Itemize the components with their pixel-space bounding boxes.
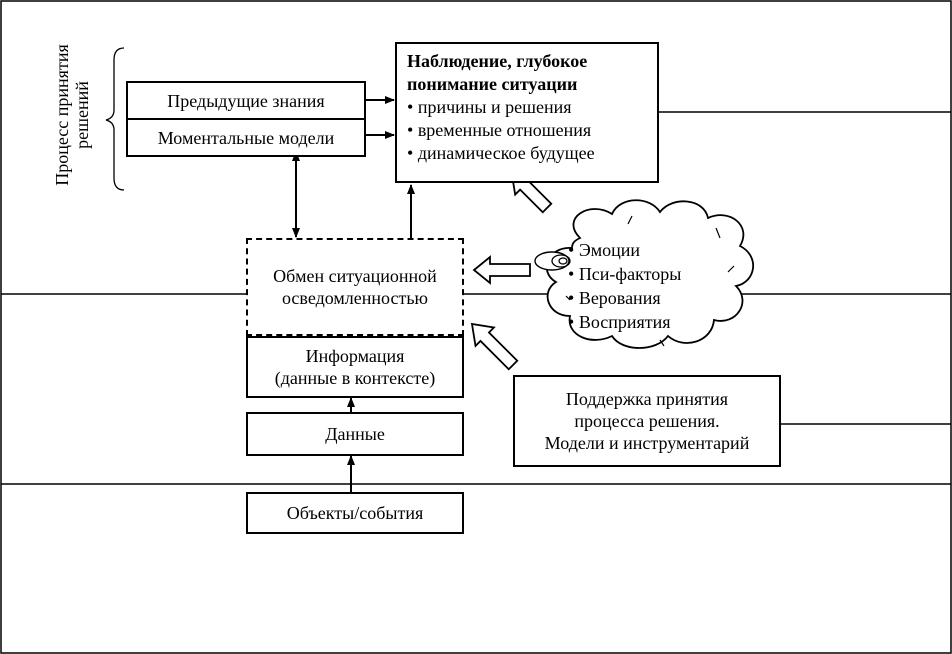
observation-bullet: причины и решения [407,96,647,119]
knowledge-models-box: Предыдущие знания Моментальные модели [126,81,366,157]
situational-awareness-exchange-box: Обмен ситуационной осведомленностью [246,238,464,336]
decision-process-label: Процесс принятия решений [52,44,92,186]
prior-knowledge-cell: Предыдущие знания [167,90,325,111]
cloud-mark-4 [659,339,665,347]
cloud-item-emotions: Эмоции [568,238,681,262]
objects-events-box: Объекты/события [246,492,464,534]
observation-title-line1: Наблюдение, глубокое [407,51,588,71]
information-box: Информация (данные в контексте) [246,336,464,398]
cloud-mark-2 [715,227,721,239]
cloud-item-psi-factors: Пси-факторы [568,262,682,286]
hollow-arrow-support-to-exchange [470,322,519,371]
support-line2: процесса решения. [574,411,720,431]
cloud-bubble-inner [558,257,568,265]
support-line1: Поддержка принятия [565,389,729,409]
observation-title-line2: понимание ситуации [407,74,578,94]
cloud-mark-3 [727,265,735,273]
exchange-line1: Обмен ситуационной [273,266,437,286]
cloud-item-beliefs: Верования [568,286,681,310]
hollow-arrow-cloud-to-exchange [472,255,531,285]
cloud-mark-1 [627,215,633,225]
observation-bullet: временные отношения [407,119,647,142]
exchange-line2: осведомленностью [281,288,428,308]
data-box-label: Данные [325,424,385,444]
information-line1: Информация [305,346,405,366]
objects-events-label: Объекты/события [286,503,424,523]
support-line3: Модели и инструментарий [544,433,750,453]
curly-brace [105,47,125,191]
decision-support-box: Поддержка принятия процесса решения. Мод… [513,375,781,467]
cloud-factors-list: Эмоции Пси-факторы Верования Восприятия [568,238,682,334]
cloud-item-perceptions: Восприятия [568,310,681,334]
observation-box: Наблюдение, глубокое понимание ситуации … [395,42,659,183]
information-line2: (данные в контексте) [274,368,436,388]
observation-bullet: динамическое будущее [407,142,647,165]
momentary-models-cell: Моментальные модели [128,118,364,155]
data-box: Данные [246,412,464,456]
